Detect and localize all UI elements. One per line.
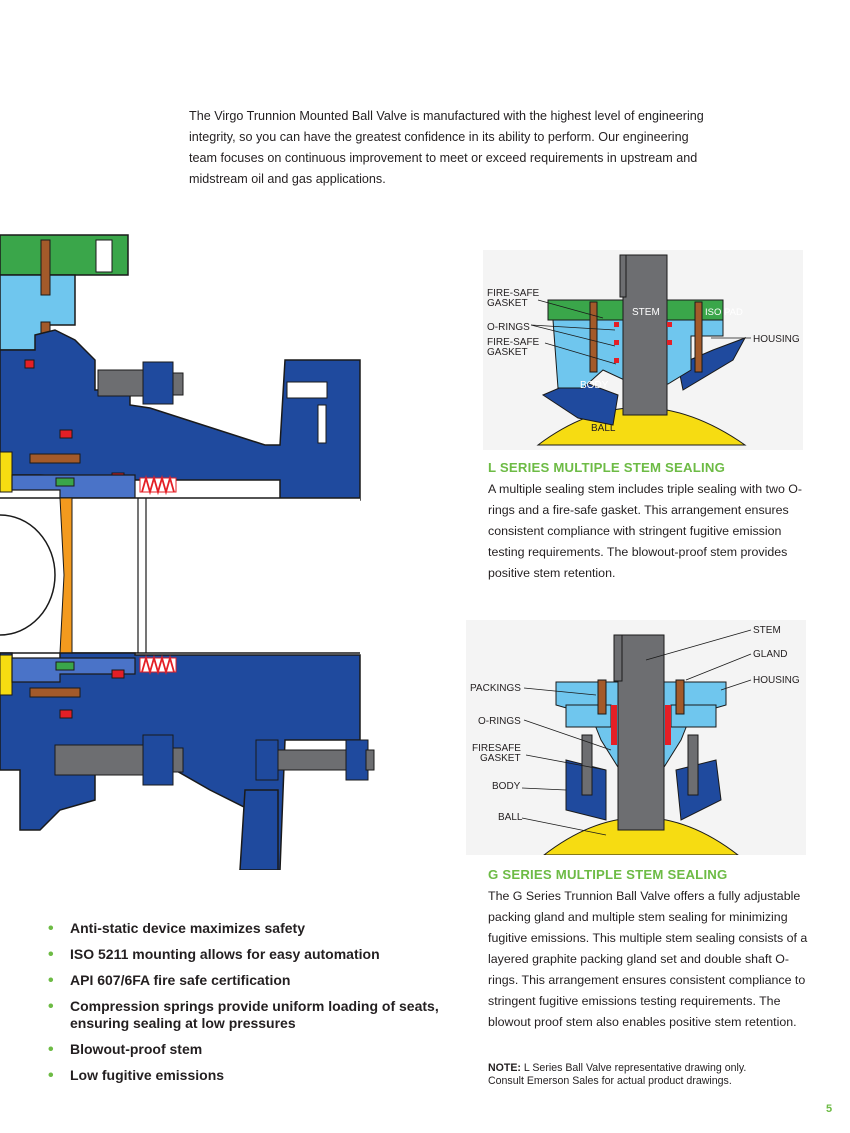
l-series-detail-drawing: FIRE-SAFE GASKET O-RINGS FIRE-SAFE GASKE… [483, 250, 803, 450]
note-line-2: Consult Emerson Sales for actual product… [488, 1075, 732, 1087]
bullet-icon: • [48, 1041, 54, 1058]
g-label-gland: GLAND [753, 649, 787, 660]
g-label-ball: BALL [498, 812, 523, 823]
bullet-icon: • [48, 920, 54, 937]
g-label-stem: STEM [753, 625, 781, 636]
g-label-firesafe-a: FIRESAFE [472, 743, 521, 754]
l-label-o-rings: O-RINGS [487, 322, 530, 333]
feature-item: •API 607/6FA fire safe certification [48, 972, 291, 989]
g-series-detail-drawing: STEM GLAND HOUSING PACKINGS O-RINGS FIRE… [466, 620, 806, 855]
g-label-firesafe-b: GASKET [480, 753, 521, 764]
g-label-housing: HOUSING [753, 675, 800, 686]
l-label-ball: BALL [591, 423, 616, 434]
l-label-fire-safe-2a: FIRE-SAFE [487, 337, 540, 348]
bullet-icon: • [48, 998, 54, 1015]
l-series-title: L SERIES MULTIPLE STEM SEALING [488, 460, 726, 475]
feature-item: •Compression springs provide uniform loa… [48, 998, 439, 1031]
feature-item: •Low fugitive emissions [48, 1067, 225, 1084]
intro-paragraph: The Virgo Trunnion Mounted Ball Valve is… [189, 109, 704, 186]
l-label-iso-pad: ISO PAD [705, 307, 743, 318]
g-series-title: G SERIES MULTIPLE STEM SEALING [488, 867, 728, 882]
feature-item: •Anti-static device maximizes safety [48, 920, 305, 937]
g-label-packings: PACKINGS [470, 683, 521, 694]
feature-item: •ISO 5211 mounting allows for easy autom… [48, 946, 380, 963]
g-series-body: The G Series Trunnion Ball Valve offers … [488, 889, 808, 1029]
valve-cutaway-illustration [0, 234, 375, 870]
g-label-o-rings: O-RINGS [478, 716, 521, 727]
page-number: 5 [826, 1103, 833, 1115]
note-line-1: L Series Ball Valve representative drawi… [523, 1062, 747, 1074]
l-series-body: A multiple sealing stem includes triple … [488, 482, 803, 580]
bullet-icon: • [48, 1067, 54, 1084]
g-label-body: BODY [492, 781, 521, 792]
l-label-stem: STEM [632, 307, 660, 318]
note-label: NOTE: [488, 1062, 521, 1074]
bullet-icon: • [48, 972, 54, 989]
l-label-fire-safe-1b: GASKET [487, 298, 528, 309]
l-label-fire-safe-2b: GASKET [487, 347, 528, 358]
l-label-housing: HOUSING [753, 334, 800, 345]
feature-list: •Anti-static device maximizes safety •IS… [48, 920, 468, 1093]
l-label-fire-safe-1a: FIRE-SAFE [487, 288, 540, 299]
bullet-icon: • [48, 946, 54, 963]
feature-item: •Blowout-proof stem [48, 1041, 203, 1058]
note: NOTE: L Series Ball Valve representative… [488, 1062, 746, 1088]
l-label-body: BODY [580, 380, 609, 391]
